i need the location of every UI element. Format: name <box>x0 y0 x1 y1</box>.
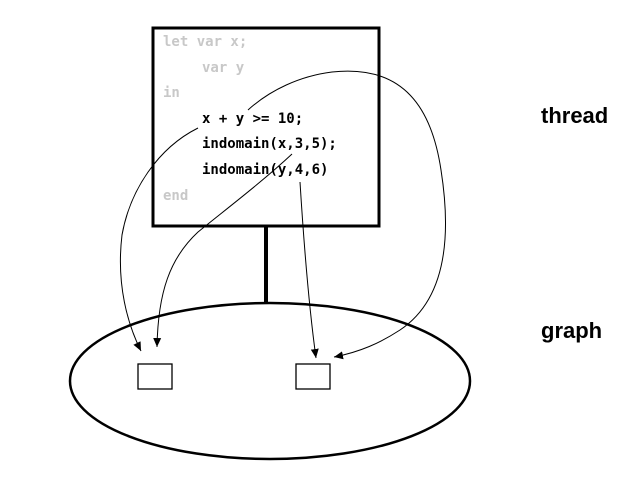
code-line-in: in <box>163 85 180 101</box>
code-line-indomain-y: indomain(y,4,6) <box>202 162 328 178</box>
arrow-indomain-x-to-x <box>153 153 293 348</box>
code-line-indomain-x: indomain(x,3,5); <box>202 136 337 152</box>
arrow-constraint-to-y <box>247 70 447 360</box>
code-line-constraint: x + y >= 10; <box>202 111 303 127</box>
thread-label: thread <box>541 103 608 128</box>
arrow-constraint-to-x <box>119 127 199 352</box>
thread-box <box>151 26 381 228</box>
graph-label: graph <box>541 318 602 343</box>
variable-node-y <box>295 363 331 390</box>
code-line-let: let var x; <box>163 34 247 50</box>
arrow-indomain-y-to-y <box>299 181 319 359</box>
graph-ellipse <box>68 301 472 461</box>
variable-node-x <box>137 363 173 390</box>
code-line-end: end <box>163 188 188 204</box>
code-line-var-y: var y <box>202 60 245 76</box>
